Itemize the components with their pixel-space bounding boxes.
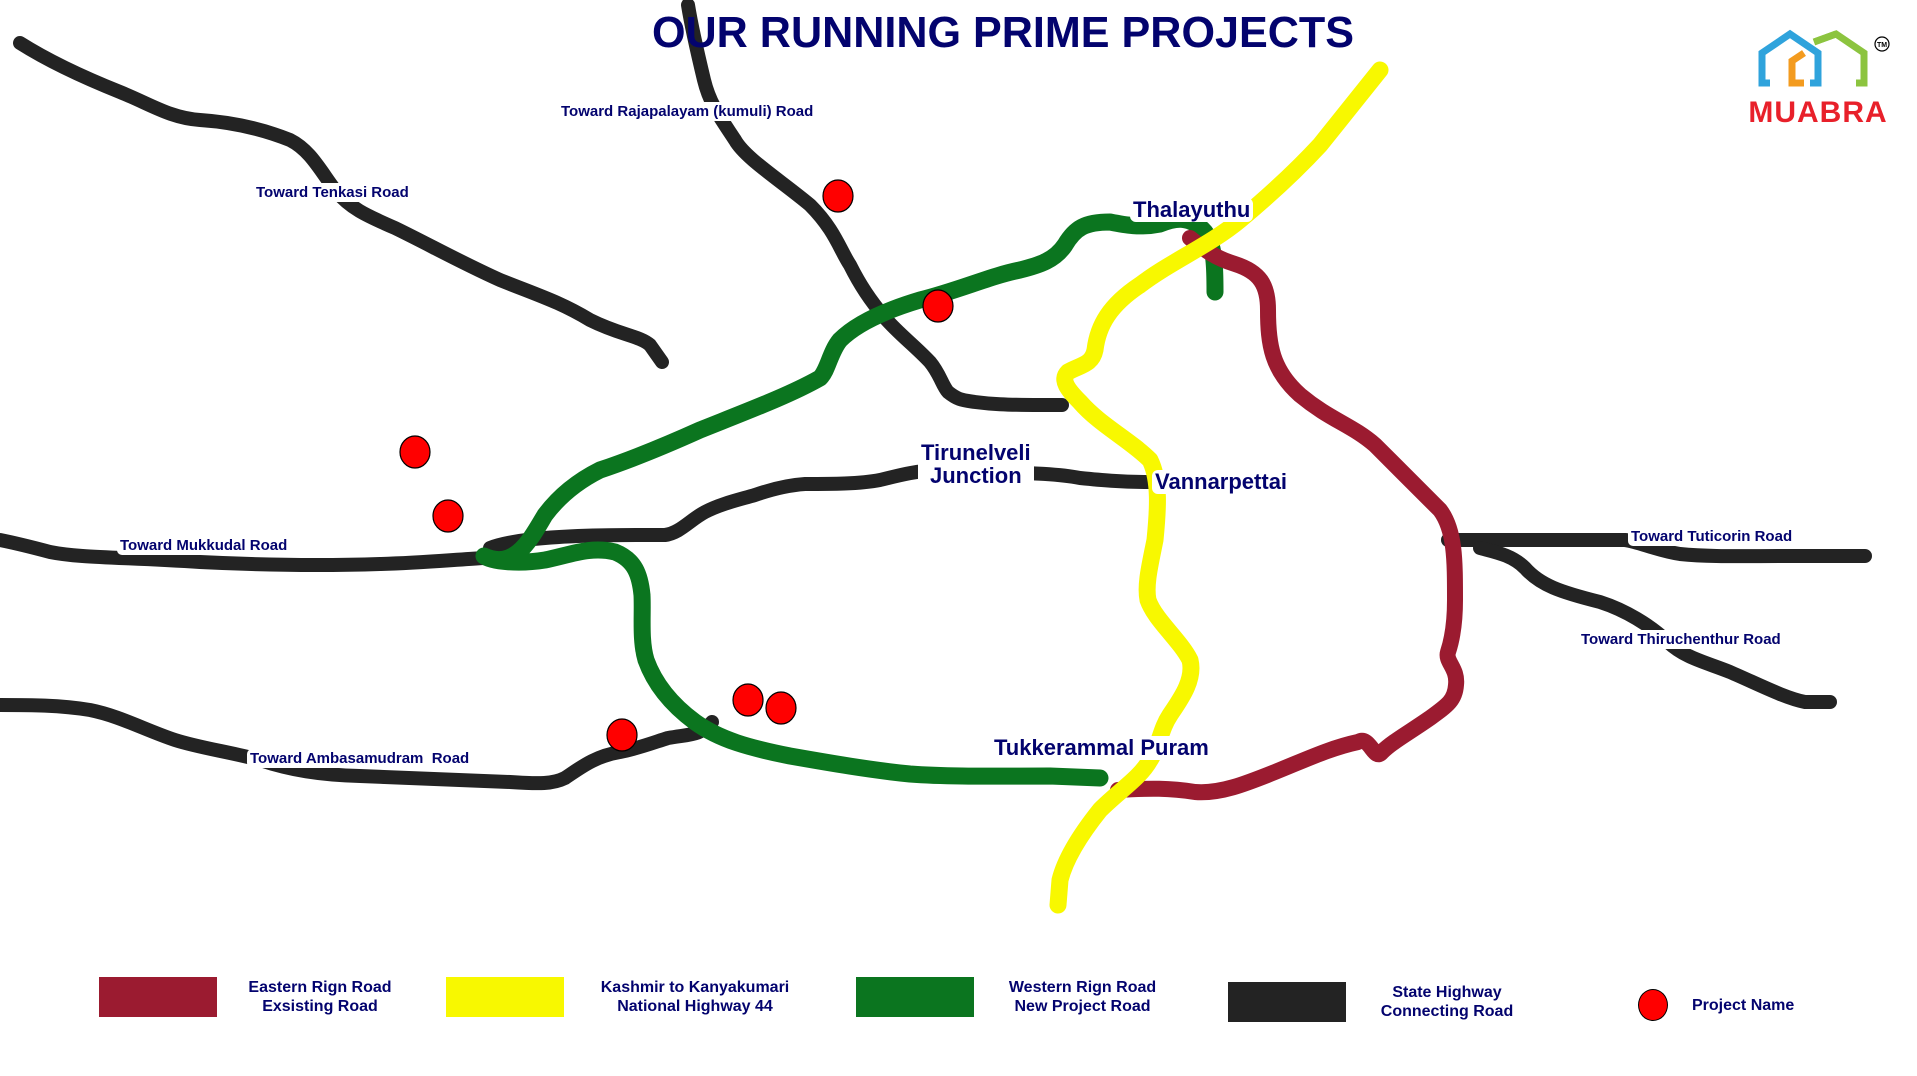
legend-line2: National Highway 44	[617, 998, 773, 1015]
western-ring-road	[475, 210, 1224, 787]
legend-swatch-nh44	[446, 977, 564, 1017]
project-marker-icon[interactable]	[922, 289, 954, 323]
place-label-vannarpettai: Vannarpettai	[1152, 470, 1291, 494]
legend-line1: Kashmir to Kanyakumari	[600, 979, 790, 996]
legend-label-eastern-ring: Eastern Rign Road Exsisting Road	[235, 978, 405, 1016]
legend-line2: New Project Road	[1014, 998, 1151, 1015]
road-label-rajapalayam: Toward Rajapalayam (kumuli) Road	[558, 102, 817, 121]
legend-line1: State Highway	[1392, 984, 1502, 1001]
road-label-ambasamudram: Toward Ambasamudram Road	[247, 749, 473, 768]
brand-name: MUABRA	[1748, 96, 1888, 129]
state-highway-segment	[13, 36, 669, 369]
road-label-tenkasi: Toward Tenkasi Road	[253, 183, 412, 202]
project-markers	[399, 179, 954, 752]
project-marker-icon[interactable]	[606, 718, 638, 752]
place-label-tirunelveli-junction: Tirunelveli Junction	[918, 440, 1034, 489]
project-marker-icon[interactable]	[432, 499, 464, 533]
page-title: OUR RUNNING PRIME PROJECTS	[652, 8, 1354, 57]
project-marker-icon[interactable]	[732, 683, 764, 717]
project-marker-icon[interactable]	[399, 435, 431, 469]
state-highway-segment	[0, 533, 491, 573]
legend-line2: Connecting Road	[1380, 1003, 1514, 1020]
state-highway-segment	[0, 698, 719, 791]
svg-text:TM: TM	[1877, 42, 1887, 49]
brand-logo: TM MUABRA	[1748, 28, 1898, 132]
legend-swatch-eastern-ring	[99, 977, 217, 1017]
legend-label-state-highway: State Highway Connecting Road	[1372, 983, 1522, 1021]
legend-label-project: Project Name	[1692, 997, 1795, 1014]
place-label-thalayuthu: Thalayuthu	[1130, 198, 1254, 222]
legend-swatch-western-ring	[856, 977, 974, 1017]
state-highway-roads	[0, 0, 1872, 791]
state-highway-segment	[1473, 541, 1837, 709]
road-label-mukkudal: Toward Mukkudal Road	[117, 536, 291, 555]
state-highway-segment	[681, 0, 1069, 412]
project-marker-icon[interactable]	[822, 179, 854, 213]
place-label-line2: Junction	[929, 463, 1022, 489]
place-label-line1: Tirunelveli	[921, 440, 1031, 465]
legend-project-dot-icon	[1638, 989, 1668, 1021]
road-label-tuticorin: Toward Tuticorin Road	[1628, 527, 1796, 546]
road-label-thiruchenthur: Toward Thiruchenthur Road	[1578, 630, 1784, 649]
house-logo-icon: TM	[1758, 29, 1890, 87]
legend-label-nh44: Kashmir to Kanyakumari National Highway …	[590, 978, 800, 1016]
eastern-ring-road	[1110, 230, 1465, 801]
legend-line2: Exsisting Road	[262, 998, 378, 1015]
project-marker-icon[interactable]	[765, 691, 797, 725]
legend-line1: Eastern Rign Road	[248, 979, 392, 996]
place-label-tukkerammal-puram: Tukkerammal Puram	[991, 736, 1212, 760]
legend-line1: Western Rign Road	[1008, 979, 1157, 996]
legend-swatch-state-highway	[1228, 982, 1346, 1022]
legend-label-western-ring: Western Rign Road New Project Road	[995, 978, 1170, 1016]
